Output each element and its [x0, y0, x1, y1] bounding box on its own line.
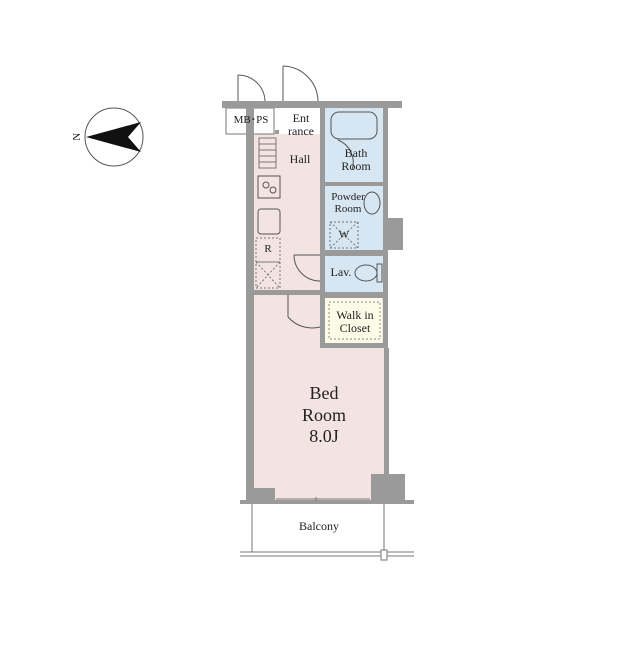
sink-icon: [257, 208, 281, 235]
refrigerator-icon: [255, 237, 281, 289]
bathroom-floor: [325, 108, 383, 182]
closet-hanger-rail: [328, 301, 381, 340]
closet-label: Walk in Closet: [336, 308, 374, 335]
washer-icon: [329, 221, 359, 249]
interior-doors: [287, 139, 354, 329]
entrance-door-icon: [237, 65, 319, 102]
hall-label: Hall: [289, 152, 311, 166]
hall-floor: [254, 133, 320, 295]
balcony-label: Balcony: [299, 519, 339, 533]
bathtub-icon: [330, 111, 378, 140]
step-icon: [258, 137, 277, 169]
entrance-label: Ent rance: [288, 111, 314, 138]
lavatory-floor: [325, 256, 383, 292]
north-label: N: [71, 132, 84, 141]
mbps-label: MB･PS: [233, 114, 269, 126]
stove-icon: [257, 175, 281, 199]
lavatory-label: Lav.: [330, 265, 352, 279]
powder-room-floor: [325, 186, 383, 250]
entrance-floor: [279, 108, 320, 134]
bedroom-label: Bed Room 8.0J: [301, 383, 346, 447]
bathroom-label: Bath Room: [341, 146, 371, 173]
closet-floor: [325, 298, 382, 343]
walls: [222, 101, 414, 504]
powder-room-label: Powder Room: [331, 191, 365, 215]
refrigerator-label: R: [264, 243, 272, 255]
north-compass-icon: [84, 107, 144, 167]
basin-icon: [363, 191, 381, 215]
washer-label: W: [338, 229, 350, 241]
toilet-icon: [354, 263, 383, 283]
balcony-post: [380, 549, 388, 561]
window-icon: [276, 497, 370, 501]
